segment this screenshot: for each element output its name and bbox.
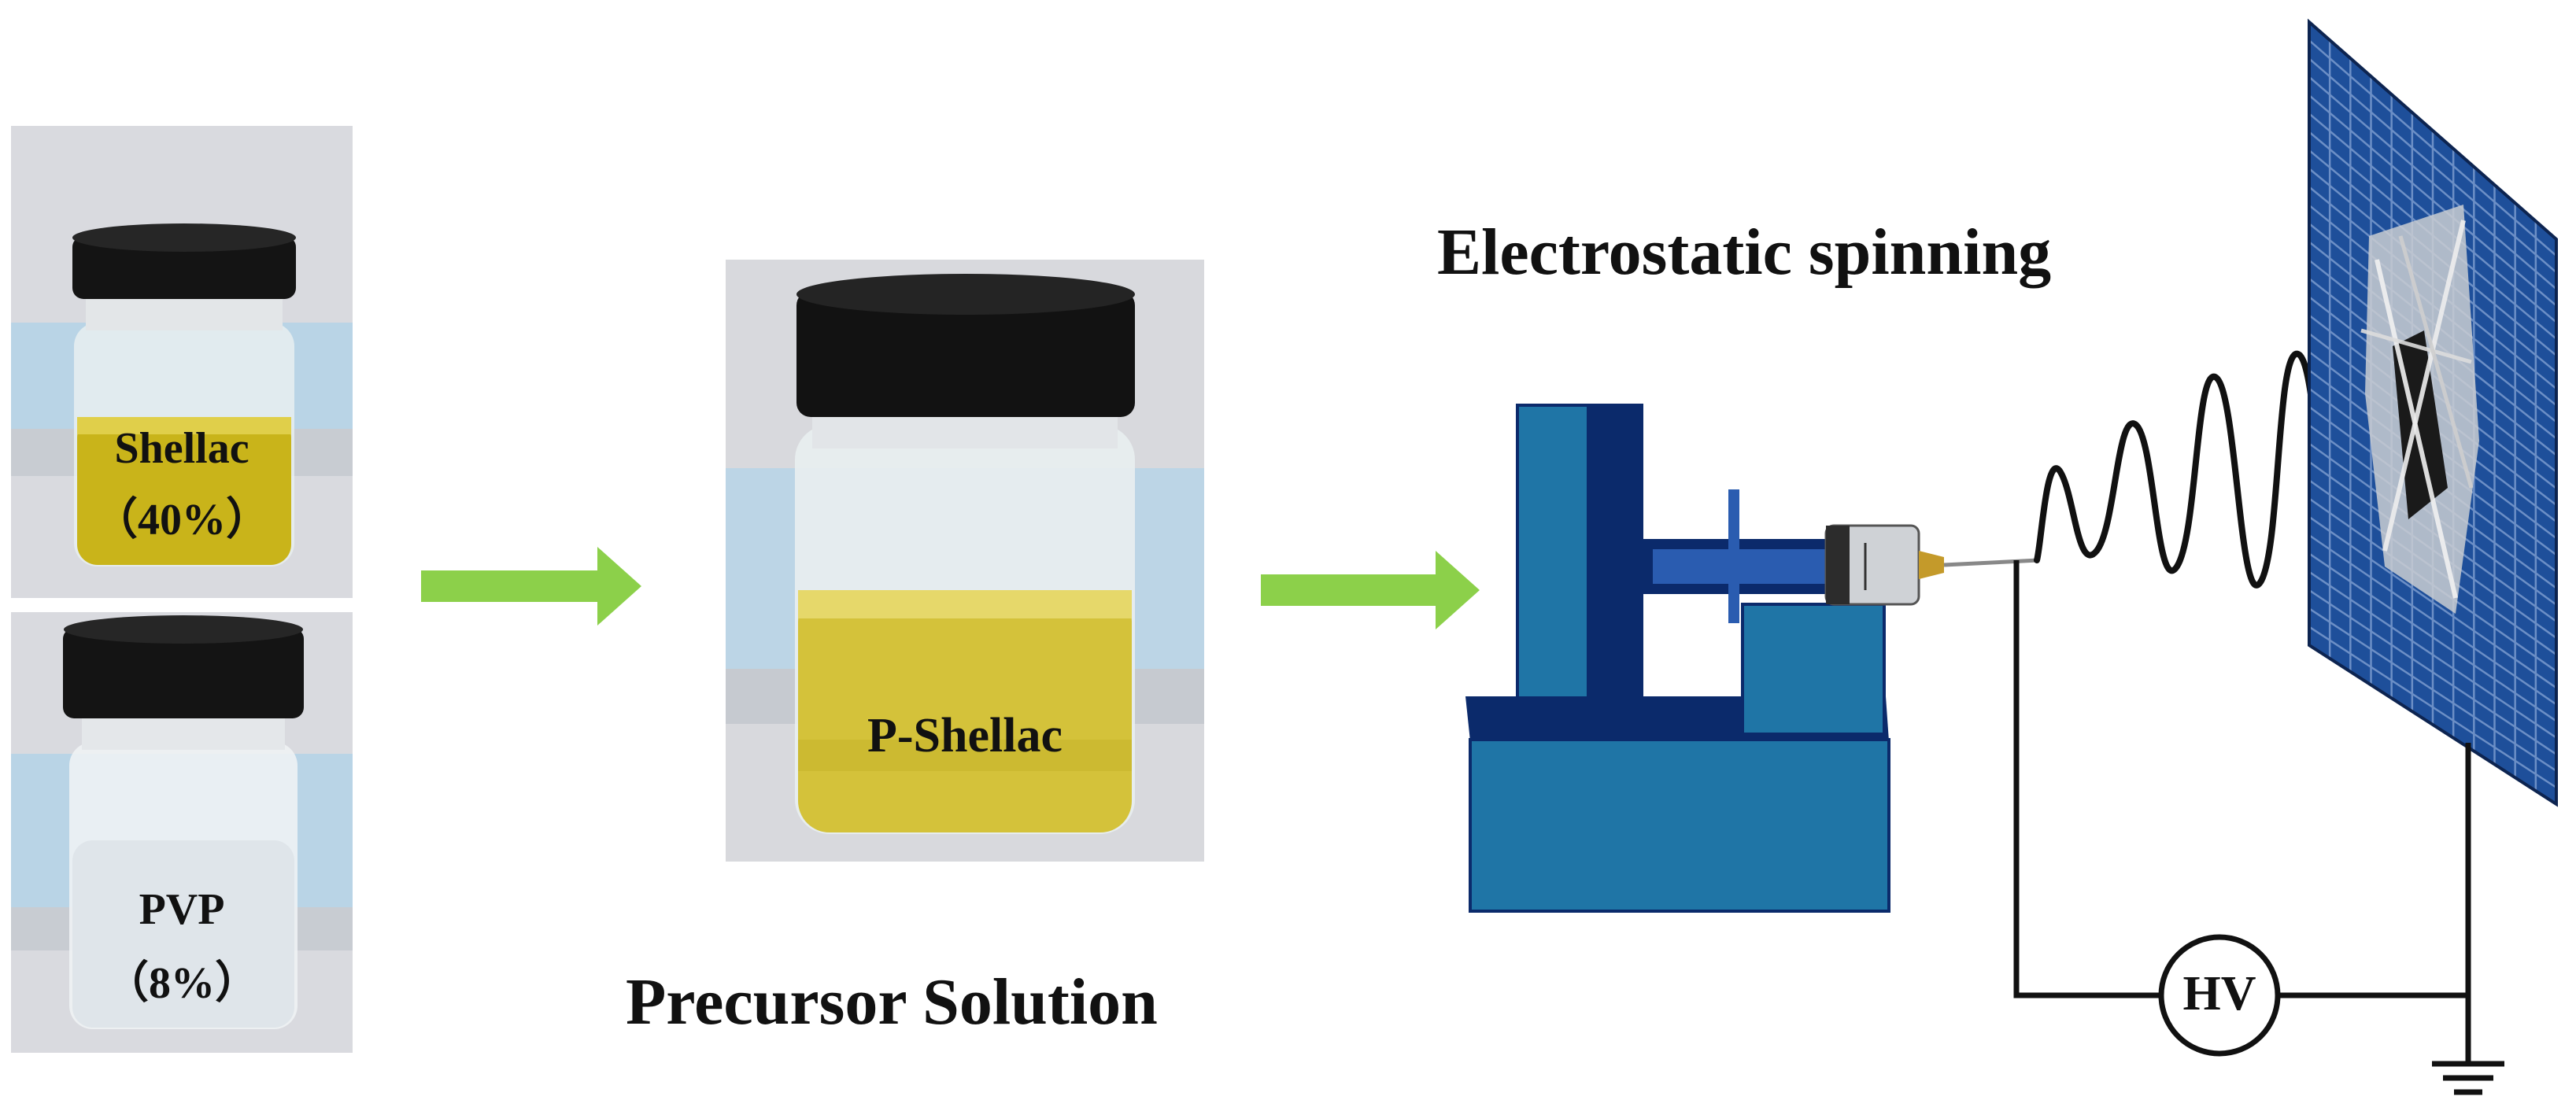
shellac-vial-image	[11, 126, 353, 598]
collector-grid-line	[2308, 94, 2557, 307]
syringe-pump	[1465, 404, 1890, 913]
shellac-vial-photo: Shellac （40%）	[11, 126, 353, 598]
electrospinning-apparatus	[1465, 18, 2558, 1095]
p-shellac-vial-image	[726, 260, 1204, 862]
high-voltage-circuit	[2013, 560, 2471, 1064]
collector-grid-line	[2308, 57, 2557, 274]
collector-grid-line	[2308, 39, 2557, 257]
hv-power-supply	[2158, 934, 2281, 1057]
collector-grid-line	[2308, 607, 2557, 772]
ground-icon	[2432, 1061, 2504, 1095]
hv-label: HV	[2182, 967, 2256, 1021]
shellac-concentration-label: （40%）	[94, 496, 270, 544]
precursor-solution-caption: Precursor Solution	[626, 965, 1158, 1039]
pvp-vial-image	[11, 612, 353, 1053]
pvp-concentration-label: （8%）	[105, 959, 259, 1008]
collector-grid-line	[2308, 589, 2557, 755]
right-arrow-icon	[1261, 551, 1480, 629]
syringe-icon	[1642, 489, 2039, 623]
collector-grid-line	[2308, 534, 2557, 706]
pvp-vial-photo: PVP （8%）	[11, 612, 353, 1053]
p-shellac-label: P-Shellac	[867, 709, 1063, 762]
collector-grid-line	[2308, 515, 2557, 689]
right-arrow-icon	[421, 547, 641, 626]
shellac-label: Shellac	[114, 424, 249, 473]
electrostatic-spinning-caption: Electrostatic spinning	[1437, 216, 2052, 289]
collector-grid-line	[2308, 76, 2557, 290]
collector-grid-line	[2308, 552, 2557, 722]
collector-grid-line	[2308, 570, 2557, 739]
collector-grid-line	[2308, 626, 2557, 788]
collector-screen-icon	[2308, 18, 2558, 807]
pvp-label: PVP	[139, 885, 225, 934]
p-shellac-vial-photo: P-Shellac	[726, 260, 1204, 862]
